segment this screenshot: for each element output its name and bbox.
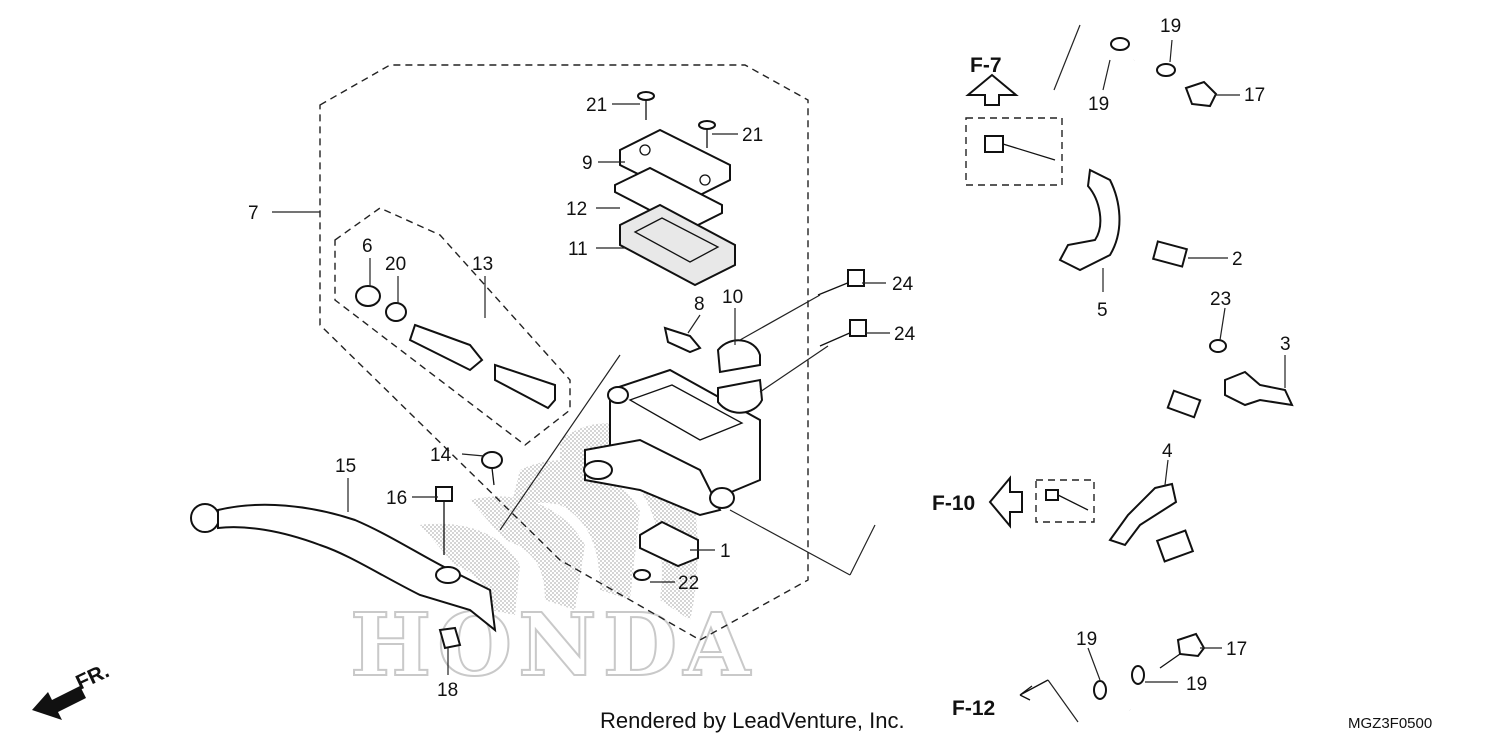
hose-clamp-5	[1058, 168, 1121, 272]
callout-24a: 24	[892, 274, 914, 295]
callout-19b: 19	[1088, 94, 1109, 115]
ref-f7: F-7	[970, 54, 1002, 77]
callout-14: 14	[430, 445, 452, 466]
bolt-17-bottom	[1159, 632, 1206, 669]
brake-hose	[1112, 58, 1307, 713]
callout-11: 11	[568, 239, 588, 260]
brake-lever	[190, 503, 497, 633]
f10-arrow-icon	[988, 475, 1023, 529]
callout-9: 9	[582, 153, 593, 174]
hose-clamp-4	[1108, 482, 1178, 547]
screw-21a	[637, 91, 655, 120]
callout-19d: 19	[1186, 674, 1207, 695]
ref-f12: F-12	[952, 697, 995, 720]
inset-bolt-f7	[984, 135, 1056, 161]
holder-bolt-24b	[819, 319, 867, 347]
callout-22: 22	[678, 573, 699, 594]
honda-watermark-text: HONDA	[350, 595, 756, 696]
callout-19a: 19	[1160, 16, 1181, 37]
callout-12: 12	[566, 199, 587, 220]
inset-bolt-f10	[1045, 489, 1089, 511]
callout-1: 1	[720, 541, 731, 562]
diagram-code: MGZ3F0500	[1348, 715, 1433, 732]
callout-18: 18	[437, 680, 458, 701]
callout-8: 8	[694, 294, 705, 315]
callout-23: 23	[1210, 289, 1231, 310]
callout-16: 16	[386, 488, 407, 509]
bolt-17-top	[1184, 80, 1218, 108]
brake-light-switch	[639, 520, 699, 568]
assembly-boundary	[319, 64, 809, 641]
piston-kit-boundary	[334, 207, 571, 446]
washers-19	[1093, 37, 1176, 700]
callout-17a: 17	[1244, 85, 1265, 106]
callout-5: 5	[1097, 300, 1108, 321]
pivot-nut-18	[438, 626, 462, 650]
screw-21b	[698, 120, 716, 148]
callout-4: 4	[1162, 441, 1173, 462]
callout-2: 2	[1232, 249, 1243, 270]
master-cylinder-holder	[716, 339, 764, 414]
callout-19c: 19	[1076, 629, 1097, 650]
diaphragm	[619, 203, 736, 287]
pivot-bolt-16	[435, 486, 453, 555]
holder-bolt-24a	[817, 269, 865, 296]
callout-20: 20	[385, 254, 406, 275]
reservoir-cap	[619, 128, 731, 202]
render-credit: Rendered by LeadVenture, Inc.	[600, 708, 905, 733]
hose-clamp-3	[1224, 370, 1294, 407]
callout-3: 3	[1280, 334, 1291, 355]
master-cylinder-body	[583, 368, 761, 517]
callout-7: 7	[248, 203, 259, 224]
callout-17b: 17	[1226, 639, 1247, 660]
f12-arrow-icon	[1019, 679, 1049, 701]
callout-24b: 24	[894, 324, 916, 345]
ref-f10: F-10	[932, 492, 975, 515]
callout-21a: 21	[586, 95, 607, 116]
diaphragm-plate	[614, 166, 723, 232]
stop-switch	[663, 326, 702, 354]
pivot-cap-14	[481, 451, 503, 486]
piston-kit	[355, 285, 556, 410]
callout-10: 10	[722, 287, 743, 308]
callout-21b: 21	[742, 125, 763, 146]
f7-arrow-icon	[965, 73, 1019, 106]
callout-15: 15	[335, 456, 356, 477]
screw-22	[633, 569, 651, 581]
bolt-23	[1209, 339, 1227, 353]
callout-13: 13	[472, 254, 493, 275]
bolt-inset-f7	[965, 117, 1063, 186]
bolt-inset-f10	[1035, 479, 1095, 523]
callout-6: 6	[362, 236, 373, 257]
leader-lines	[272, 24, 1286, 723]
front-arrow-icon	[32, 686, 86, 720]
